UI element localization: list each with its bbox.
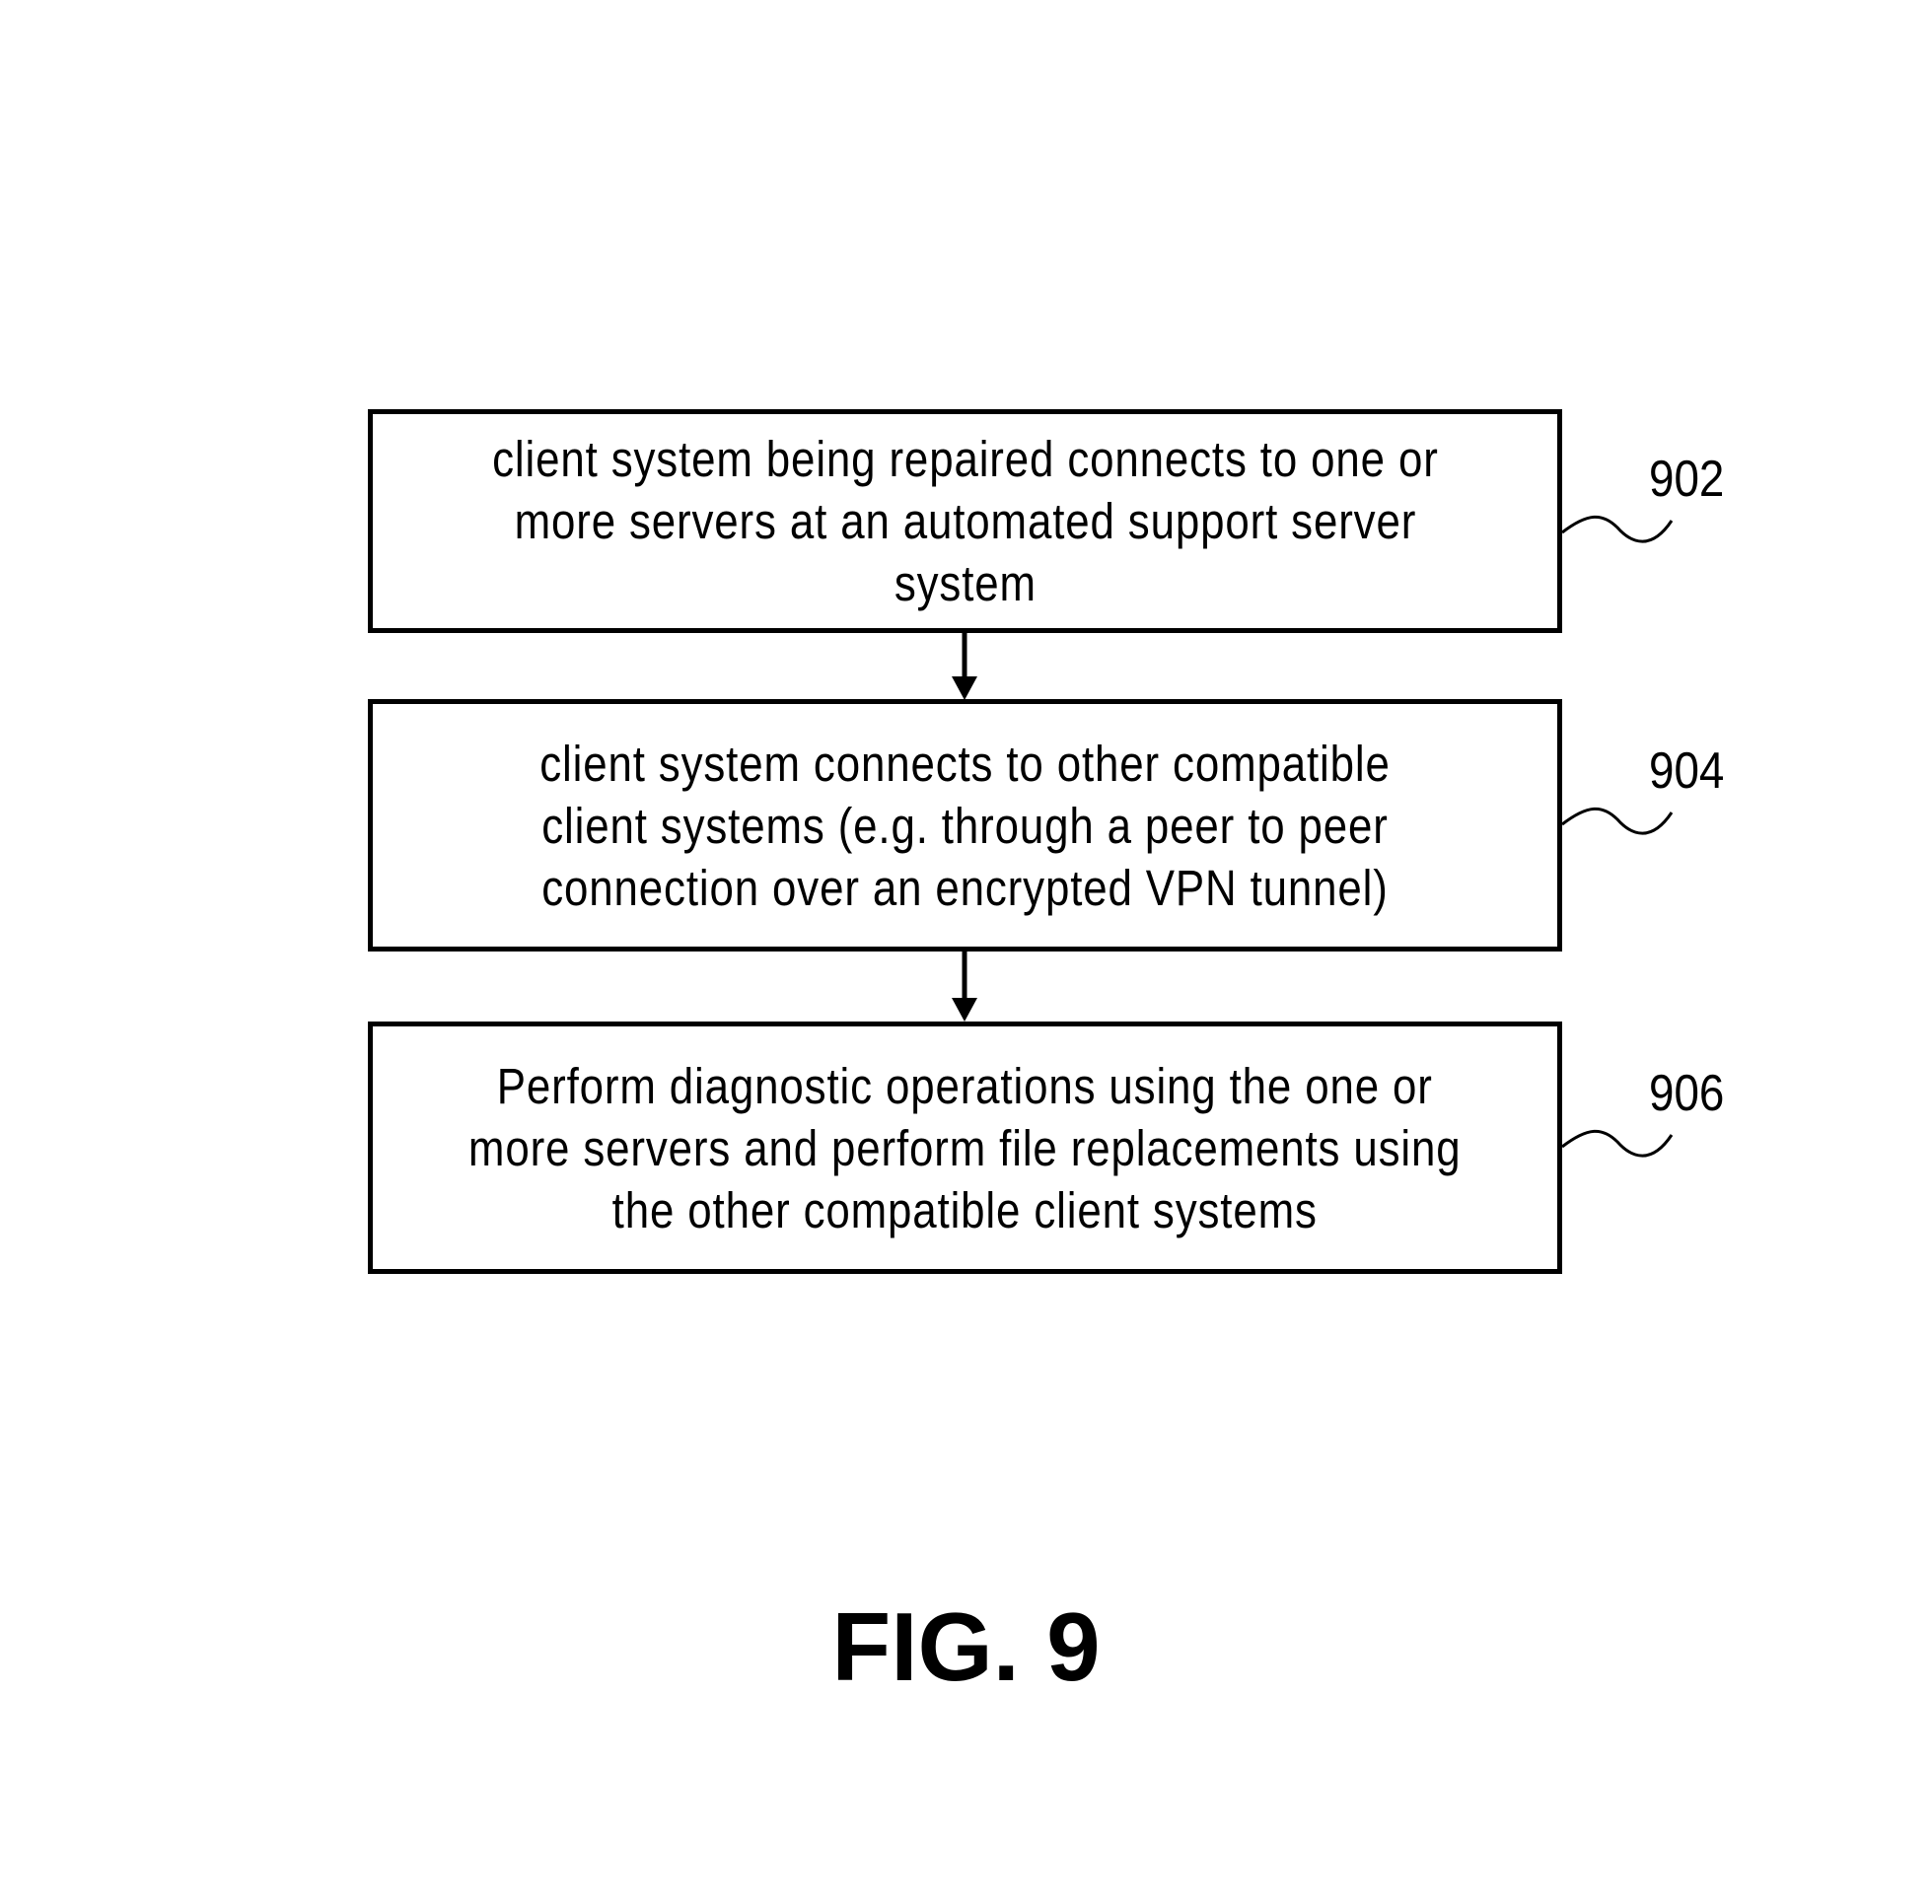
step-box-906: Perform diagnostic operations using the … xyxy=(368,1022,1562,1274)
leader-line-904 xyxy=(1562,809,1672,833)
reference-numeral-906: 906 xyxy=(1649,1068,1724,1119)
step-text-906: Perform diagnostic operations using the … xyxy=(468,1055,1462,1241)
step-box-904: client system connects to other compatib… xyxy=(368,699,1562,952)
reference-numeral-902: 902 xyxy=(1649,454,1724,505)
leader-line-906 xyxy=(1562,1131,1672,1156)
arrow-904-to-906-head xyxy=(952,998,977,1022)
figure-label: FIG. 9 xyxy=(0,1597,1932,1696)
step-box-902: client system being repaired connects to… xyxy=(368,409,1562,633)
arrow-902-to-904-head xyxy=(952,676,977,700)
leader-line-902 xyxy=(1562,517,1672,541)
reference-numeral-904: 904 xyxy=(1649,745,1724,797)
step-text-902: client system being repaired connects to… xyxy=(492,428,1439,614)
step-text-904: client system connects to other compatib… xyxy=(539,733,1391,919)
